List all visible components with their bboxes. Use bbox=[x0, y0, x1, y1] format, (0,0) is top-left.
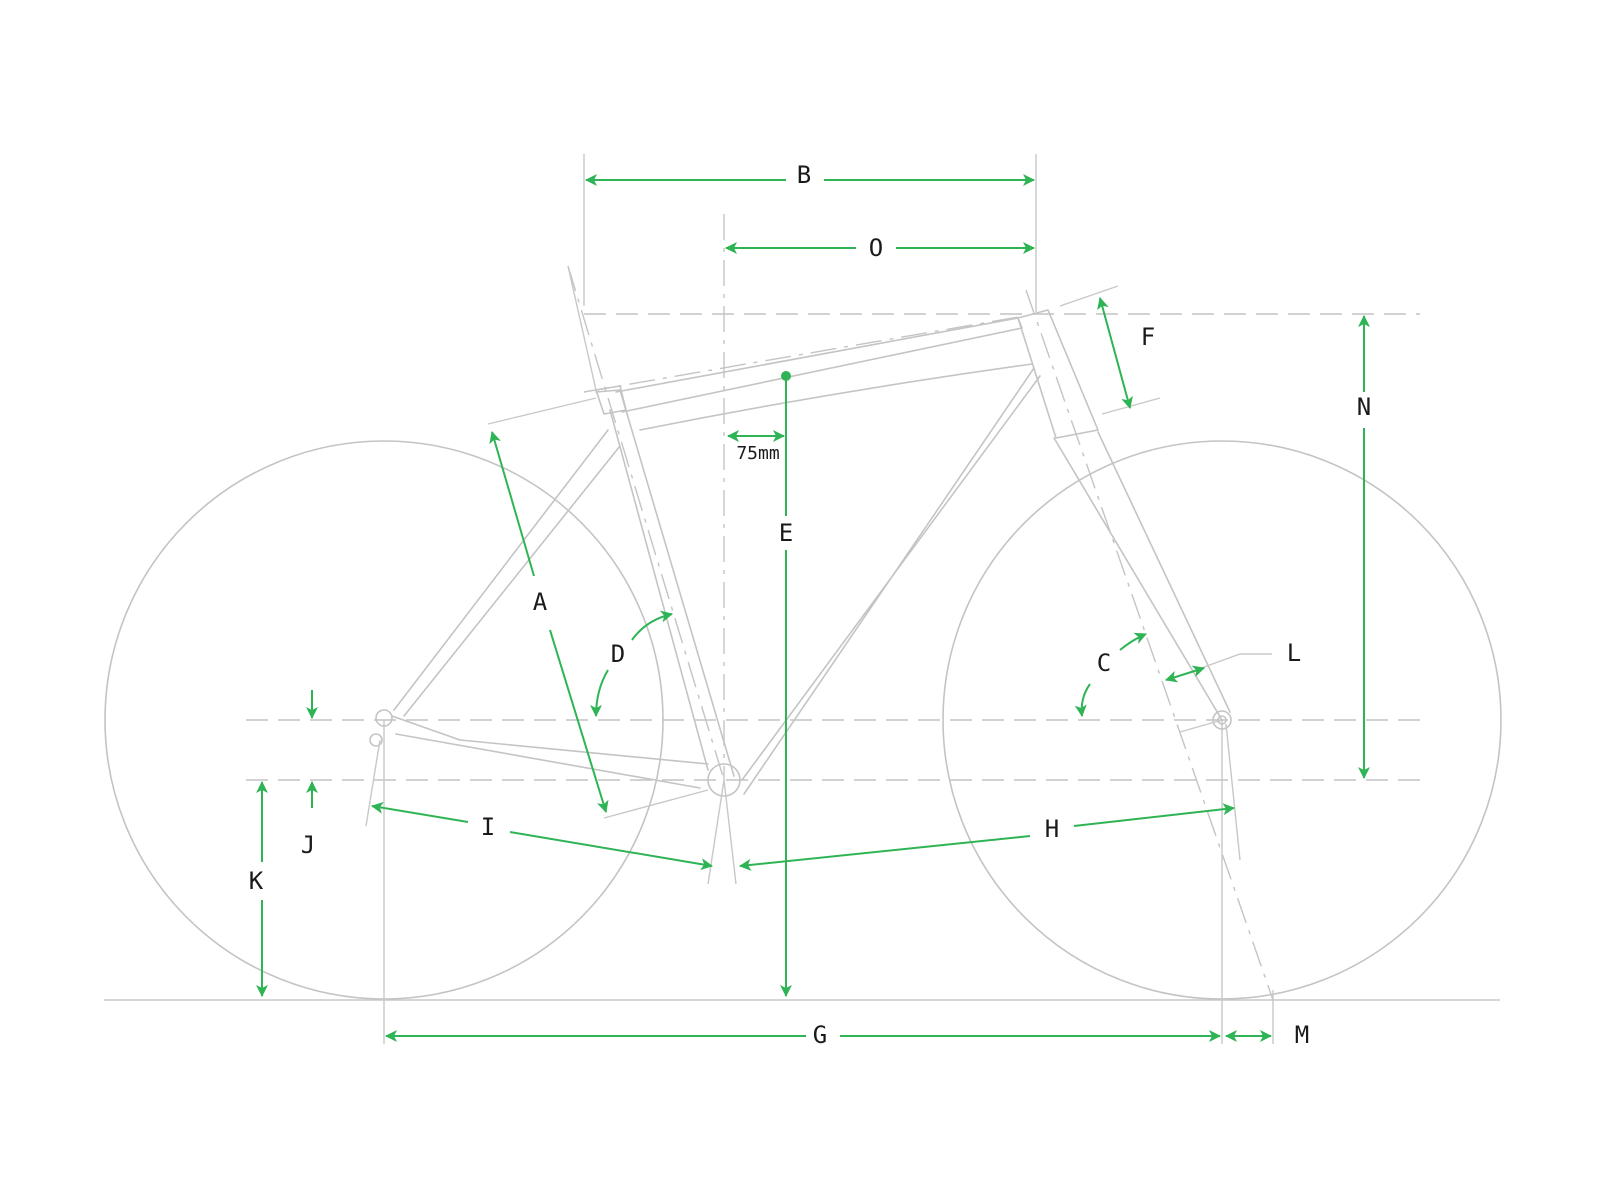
seat-tube bbox=[595, 389, 735, 777]
top-tube bbox=[615, 317, 1023, 413]
front-dropout bbox=[1212, 710, 1232, 730]
seat-stay bbox=[393, 429, 609, 711]
steering-axis bbox=[1025, 289, 1274, 1001]
label-d: D bbox=[611, 640, 625, 668]
label-n: N bbox=[1357, 393, 1371, 421]
bottom-bracket bbox=[707, 763, 741, 797]
label-k: K bbox=[249, 867, 264, 895]
dim-i-right bbox=[509, 831, 713, 871]
rear-dropout bbox=[375, 709, 393, 727]
label-a: A bbox=[533, 588, 548, 616]
f-ref-bottom bbox=[1101, 397, 1161, 415]
head-tube bbox=[1017, 309, 1099, 439]
dim-c-top bbox=[1119, 632, 1147, 651]
label-g: G bbox=[813, 1021, 827, 1049]
fork-blade-outer bbox=[1097, 431, 1231, 713]
label-i: I bbox=[481, 813, 495, 841]
chain-stay bbox=[391, 715, 709, 765]
dim-c-bottom bbox=[1074, 683, 1091, 717]
front-axle bbox=[1217, 715, 1227, 725]
dim-a-bottom bbox=[549, 629, 609, 813]
dim-a-top bbox=[489, 431, 535, 577]
fork-blade bbox=[1053, 437, 1223, 721]
label-f: F bbox=[1141, 323, 1155, 351]
f-ref-top bbox=[1059, 285, 1119, 307]
dim-d-bottom bbox=[590, 669, 609, 717]
front-dropout-ext bbox=[1225, 723, 1241, 861]
seat-tube-inner bbox=[609, 409, 709, 771]
dim-f bbox=[1097, 297, 1133, 409]
dim-l bbox=[1165, 665, 1205, 683]
seat-stay-inner bbox=[403, 445, 621, 717]
seat-tube-extension bbox=[567, 265, 597, 391]
dim-h-left bbox=[739, 835, 1031, 871]
label-l: L bbox=[1287, 639, 1301, 667]
label-b: B bbox=[797, 161, 811, 189]
l-leader bbox=[1195, 653, 1272, 671]
effective-top-tube bbox=[583, 313, 1037, 393]
a-ref-bottom bbox=[603, 789, 709, 819]
crank-left bbox=[707, 779, 725, 885]
top-tube-lower bbox=[639, 363, 1033, 431]
rear-dropout-inner bbox=[369, 733, 383, 747]
label-h: H bbox=[1045, 815, 1059, 843]
a-ref-top bbox=[487, 397, 597, 425]
dim-h-right bbox=[1073, 803, 1235, 827]
rear-dropout-ext bbox=[365, 739, 381, 827]
label-e: E bbox=[779, 519, 793, 547]
chain-stay-lower bbox=[395, 733, 701, 789]
fork-offset-line bbox=[1179, 719, 1223, 733]
down-tube-inner bbox=[741, 375, 1041, 781]
label-o: O bbox=[869, 234, 883, 262]
crank-right bbox=[723, 779, 737, 885]
label-j: J bbox=[301, 831, 315, 859]
seat-collar bbox=[595, 385, 627, 415]
label-c: C bbox=[1097, 649, 1111, 677]
dim-d-top bbox=[631, 610, 673, 641]
dim-i-left bbox=[371, 801, 469, 823]
label-75mm: 75mm bbox=[736, 443, 779, 464]
seat-tube-axis bbox=[567, 265, 725, 781]
label-m: M bbox=[1295, 1021, 1309, 1049]
